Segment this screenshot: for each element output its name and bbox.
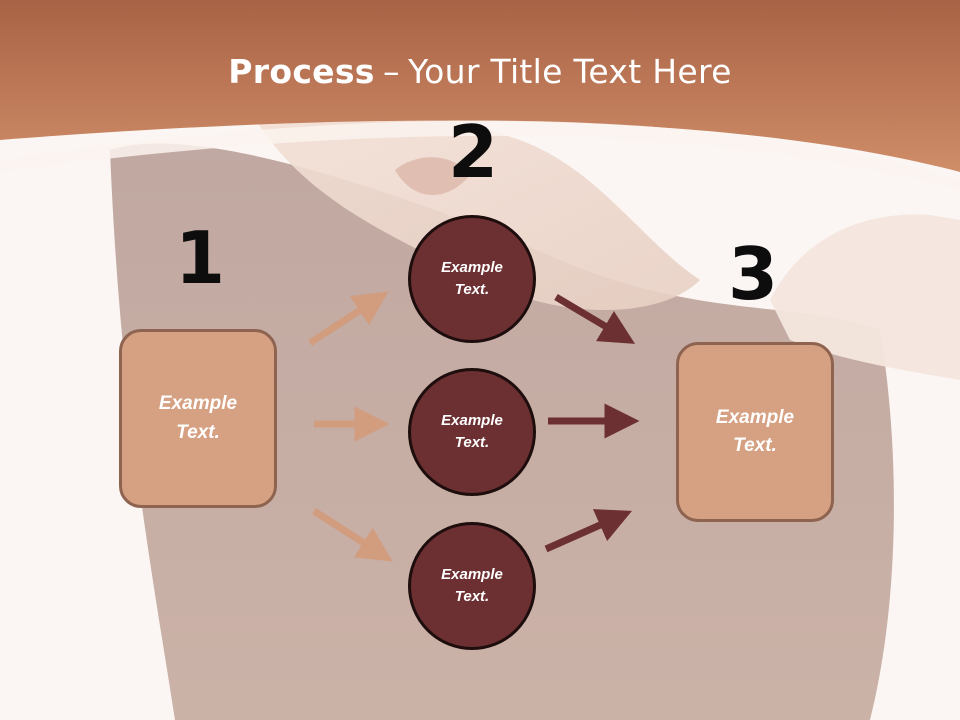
- step-2-circle-top: Example Text.: [408, 215, 536, 343]
- step-number-2: 2: [447, 110, 499, 194]
- step-number-1: 1: [174, 216, 226, 300]
- step-1-text: Example Text.: [158, 393, 238, 443]
- arrow-1-to-bottom: [312, 508, 393, 562]
- step-1-box: Example Text.: [119, 329, 277, 508]
- circle-bottom-text: Example Text.: [441, 565, 503, 606]
- step-number-3: 3: [727, 232, 779, 316]
- arrow-bottom-to-3: [544, 509, 633, 553]
- step-2-circle-middle: Example Text.: [408, 368, 536, 496]
- step-3-box: Example Text.: [676, 342, 834, 522]
- circle-middle-text: Example Text.: [441, 411, 503, 452]
- title-bold-part: Process: [228, 52, 375, 91]
- arrow-1-to-top: [308, 291, 389, 346]
- step-3-text: Example Text.: [715, 406, 795, 457]
- circle-top-text: Example Text.: [441, 258, 503, 299]
- title-rest: Your Title Text Here: [408, 52, 732, 91]
- step-2-circle-bottom: Example Text.: [408, 522, 536, 650]
- title-separator: –: [383, 52, 400, 91]
- arrow-top-to-3: [554, 293, 636, 344]
- slide-title: Process–Your Title Text Here: [0, 52, 960, 91]
